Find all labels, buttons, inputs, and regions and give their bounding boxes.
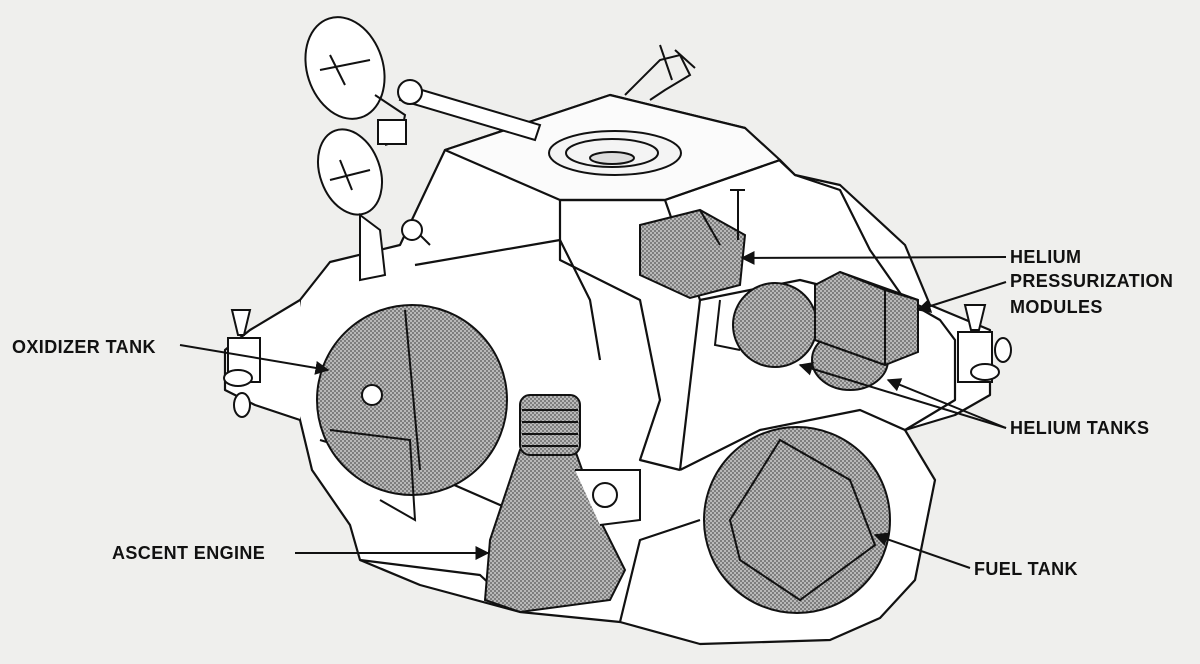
helium-tanks-leader-upper [798,361,1007,429]
rcs-thruster-left [223,309,261,418]
helium-modules-leader-lower [916,281,1007,313]
oxidizer-tank-leader [179,344,330,375]
helium-tanks-leader-lower [886,378,1007,429]
oxidizer-tank-label: OXIDIZER TANK [12,337,156,357]
helium-modules-label-line3: MODULES [1010,297,1103,317]
antenna-dish-lower [317,128,431,282]
fuel-tank-leader [873,532,971,569]
antenna-dish-upper [304,16,542,146]
ascent-engine-label: ASCENT ENGINE [112,543,266,563]
helium-modules-label-line2: PRESSURIZATION [1010,271,1174,291]
vhf-antenna [624,44,696,101]
fuel-tank [703,426,891,614]
helium-tanks-label: HELIUM TANKS [1010,418,1150,438]
rcs-thruster-right [957,304,1012,383]
ascent-engine [483,394,641,614]
helium-modules-label-line1: HELIUM [1010,247,1082,267]
helium-pressurization-modules [639,189,919,367]
leader-lines [179,250,1007,569]
helium-modules-leader-upper [740,250,1007,265]
top-docking-hatch [548,130,682,176]
fuel-tank-label: FUEL TANK [974,559,1078,579]
oxidizer-tank [316,304,508,522]
